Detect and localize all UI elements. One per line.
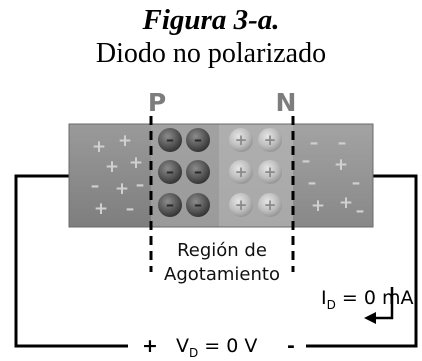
p-charge: + [118,131,132,151]
positive-ion-icon: + [229,193,253,217]
circuit-wire [14,174,418,348]
p-charge: + [129,153,143,173]
p-side-charges: + + + + – + – + – [91,131,145,219]
n-charge: – [308,173,317,193]
n-side-charges: – – – + – – + + – [302,133,365,221]
p-charge: + [115,179,129,199]
voltage-label: VD = 0 V [176,335,257,360]
p-charge: + [105,157,119,177]
positive-ion-icon: + [258,160,282,184]
n-charge: – [302,151,311,171]
depletion-label-line2: Agotamiento [164,264,280,285]
positive-ion-icon: + [229,160,253,184]
figure-number: Figura 3-a. [142,4,280,36]
n-charge: + [334,155,348,175]
n-charge: – [356,201,365,221]
svg-text:–: – [166,162,174,181]
svg-text:–: – [166,130,174,149]
n-charge: – [352,173,361,193]
figure-title: Diodo no polarizado [95,38,327,69]
svg-text:+: + [235,163,248,181]
svg-text:+: + [264,196,277,214]
p-region-label: P [148,88,166,117]
negative-ion-icon: – [158,160,182,184]
voltage-minus-sign: - [287,335,295,357]
p-charge: + [92,137,106,157]
svg-text:+: + [235,131,248,149]
current-arrow-icon [364,312,376,324]
p-depletion-ions: – – – – – – [158,128,210,217]
svg-text:–: – [194,130,202,149]
positive-ion-icon: + [258,128,282,152]
negative-ion-icon: – [158,128,182,152]
n-charge: + [311,196,325,216]
depletion-label-line1: Región de [177,240,267,261]
svg-text:–: – [166,195,174,214]
n-depletion-ions: + + + + + + [229,128,282,217]
negative-ion-icon: – [158,193,182,217]
positive-ion-icon: + [258,193,282,217]
n-charge: – [310,133,319,153]
negative-ion-icon: – [186,160,210,184]
p-charge: – [91,176,100,196]
current-label: ID = 0 mA [321,287,414,312]
voltage-plus-sign: + [142,335,158,357]
p-charge: – [136,175,145,195]
svg-text:–: – [194,162,202,181]
svg-text:+: + [264,163,277,181]
n-charge: – [338,133,347,153]
negative-ion-icon: – [186,193,210,217]
p-charge: – [126,199,135,219]
negative-ion-icon: – [186,128,210,152]
svg-text:+: + [235,196,248,214]
svg-text:+: + [264,131,277,149]
positive-ion-icon: + [229,128,253,152]
diode-outline [68,123,374,228]
n-region-label: N [276,88,297,117]
svg-text:–: – [194,195,202,214]
p-charge: + [94,199,108,219]
current-arrow-line [374,287,394,320]
n-charge: + [339,193,353,213]
